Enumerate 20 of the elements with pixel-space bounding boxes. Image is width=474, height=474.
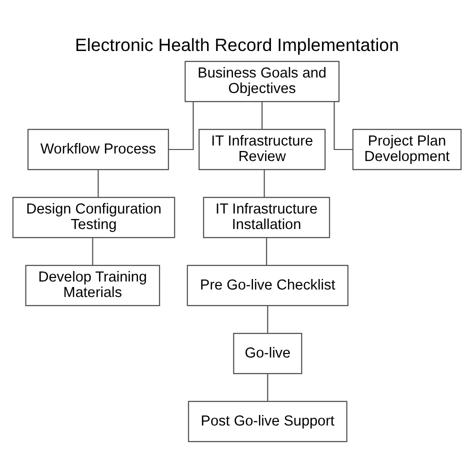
node-box: IT Infrastructure Installation bbox=[203, 196, 330, 238]
node-box: Workflow Process bbox=[27, 128, 169, 170]
connector bbox=[168, 102, 194, 150]
connector bbox=[98, 170, 99, 198]
connector bbox=[266, 238, 268, 266]
node-box: Go-live bbox=[233, 332, 302, 374]
connector bbox=[262, 102, 263, 130]
connector bbox=[92, 238, 94, 266]
connector bbox=[264, 170, 265, 198]
connector bbox=[267, 306, 268, 334]
connector bbox=[267, 374, 268, 402]
node-box: Design Configuration Testing bbox=[12, 196, 176, 238]
connector bbox=[334, 102, 353, 150]
node-box: IT Infrastructure Review bbox=[198, 128, 326, 170]
node-box: Pre Go-live Checklist bbox=[186, 264, 348, 306]
node-box: Project Plan Development bbox=[352, 128, 462, 170]
node-box: Business Goals and Objectives bbox=[184, 60, 340, 102]
node-box: Develop Training Materials bbox=[25, 264, 160, 306]
diagram-title: Electronic Health Record Implementation bbox=[74, 35, 400, 56]
node-box: Post Go-live Support bbox=[188, 400, 348, 442]
